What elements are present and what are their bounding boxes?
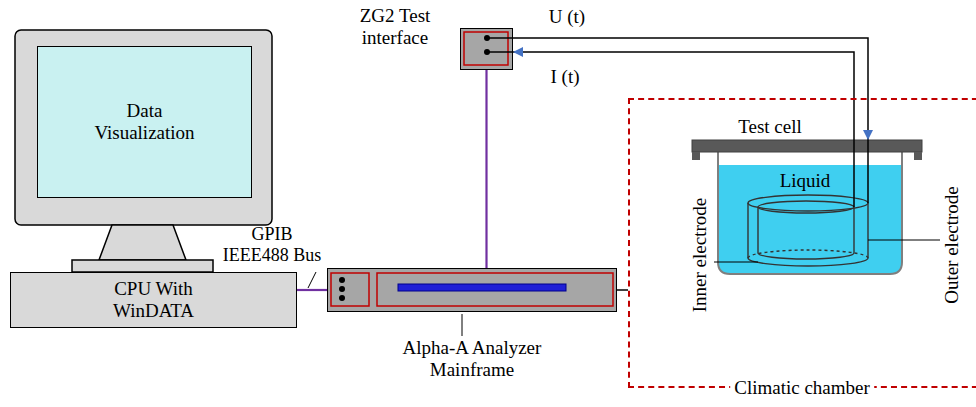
bus-cable: [485, 70, 487, 268]
cpu-box: CPU With WinDATA: [10, 272, 297, 328]
test-cell: Test cellLiquid: [692, 140, 922, 274]
signal-wire: [513, 52, 854, 140]
leader-line: [868, 240, 940, 241]
signal-wire: [853, 140, 855, 207]
cell-lid: [692, 140, 922, 152]
climatic-chamber-region: Climatic chamberTest cellLiquid: [628, 98, 976, 388]
bus-cable: [297, 289, 327, 291]
screen-text: Data Visualization: [90, 100, 200, 144]
test-interface-box: ZG2 Test interface: [460, 28, 513, 70]
liquid: [718, 165, 902, 274]
cell-lid-lip: [914, 152, 922, 160]
monitor-bezel: [15, 30, 272, 225]
leader-line: [308, 272, 316, 288]
cpu-label: CPU With WinDATA: [84, 278, 224, 322]
electrode-label: Outer electrode: [941, 186, 963, 304]
outer-electrode: [748, 195, 868, 266]
inner-electrode: [758, 201, 854, 259]
analyzer-mainframe: Alpha-A Analyzer Mainframe: [327, 268, 617, 312]
cell-label: Test cell: [738, 116, 802, 138]
monitor-base: [72, 260, 213, 272]
liquid-label: Liquid: [780, 170, 831, 192]
leader-line: [462, 314, 463, 336]
device-detail: [461, 29, 512, 69]
device-label: ZG2 Test interface: [337, 5, 453, 49]
cell-lid-lip: [692, 152, 700, 160]
leader-line: [714, 262, 758, 263]
beaker: [718, 152, 902, 274]
bus-label: GPIB IEEE488 Bus: [217, 224, 327, 265]
region-label: Climatic chamber: [730, 377, 874, 399]
signal-wire: [513, 38, 868, 140]
screen-panel: Data Visualization: [37, 46, 252, 198]
signal-wire: [867, 140, 869, 203]
electrode-label: Inner electrode: [689, 198, 711, 312]
signal-wire: [617, 289, 628, 291]
signal-label: U (t): [549, 6, 585, 28]
signal-label: I (t): [550, 66, 579, 88]
device-detail: [328, 269, 616, 311]
device-label: Alpha-A Analyzer Mainframe: [387, 337, 557, 381]
monitor-stand: [99, 225, 186, 260]
